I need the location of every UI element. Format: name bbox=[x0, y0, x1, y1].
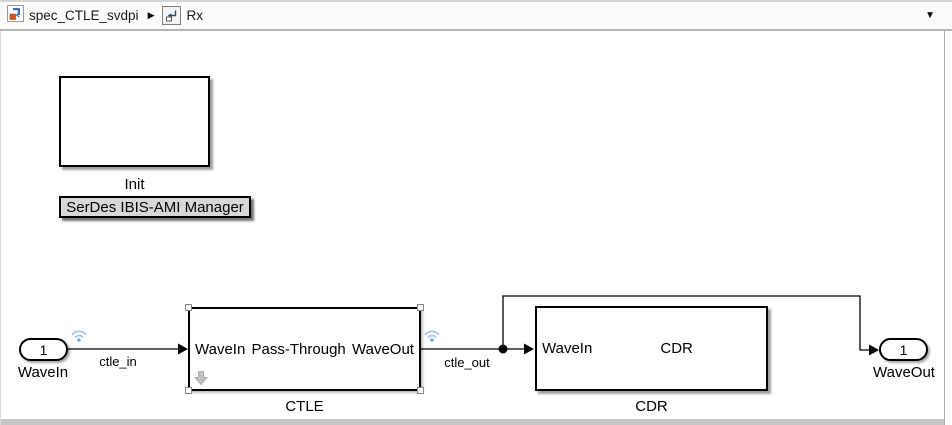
canvas-left-edge bbox=[0, 31, 1, 425]
ctle-block[interactable]: WaveIn Pass-Through WaveOut bbox=[185, 304, 424, 394]
outport-waveout[interactable]: 1 bbox=[879, 338, 928, 361]
canvas-right-edge bbox=[944, 31, 945, 425]
cdr-mask-text: CDR bbox=[660, 340, 693, 357]
cdr-block-label: CDR bbox=[635, 398, 668, 415]
ctle-port-wavein-label: WaveIn bbox=[195, 340, 246, 358]
outport-label: WaveOut bbox=[873, 364, 935, 381]
signal-label-ctle-out: ctle_out bbox=[444, 355, 490, 370]
init-block[interactable] bbox=[59, 76, 210, 167]
signal-label-ctle-in: ctle_in bbox=[99, 354, 137, 369]
gray-down-arrow-icon[interactable] bbox=[194, 370, 208, 386]
cdr-block-face: WaveIn CDR bbox=[537, 308, 766, 389]
breadcrumb-dropdown-icon[interactable]: ▼ bbox=[925, 10, 935, 21]
arrowhead-cdr-in bbox=[524, 343, 534, 355]
signal-logging-icon-ctle-out[interactable] bbox=[423, 327, 441, 343]
inport-wavein[interactable]: 1 bbox=[19, 338, 68, 361]
inport-number: 1 bbox=[39, 341, 48, 358]
horizontal-scrollbar[interactable] bbox=[0, 419, 945, 425]
breadcrumb-item-subsystem[interactable]: Rx bbox=[162, 6, 203, 25]
subsystem-icon bbox=[162, 6, 182, 25]
outport-number: 1 bbox=[899, 341, 908, 358]
arrowhead-waveout bbox=[869, 344, 879, 356]
inport-label: WaveIn bbox=[17, 364, 69, 381]
manager-button-label: SerDes IBIS-AMI Manager bbox=[66, 198, 244, 216]
breadcrumb-separator-icon: ▶ bbox=[147, 10, 155, 20]
cdr-block[interactable]: WaveIn CDR bbox=[535, 306, 768, 391]
signal-logging-icon-ctle-in[interactable] bbox=[70, 327, 88, 343]
ctle-block-label: CTLE bbox=[285, 398, 324, 415]
init-block-label: Init bbox=[124, 176, 145, 193]
selection-handle-top-left[interactable] bbox=[185, 304, 192, 311]
wire-waveout-branch[interactable] bbox=[502, 295, 869, 351]
simulink-model-icon bbox=[7, 4, 24, 27]
ctle-mask-text: Pass-Through bbox=[251, 340, 346, 358]
selection-handle-top-right[interactable] bbox=[417, 304, 424, 311]
signal-wires-layer bbox=[68, 295, 879, 356]
ctle-block-face: WaveIn Pass-Through WaveOut bbox=[190, 309, 419, 389]
breadcrumb-item-model[interactable]: spec_CTLE_svdpi bbox=[7, 4, 139, 27]
selection-handle-bottom-right[interactable] bbox=[417, 387, 424, 394]
ctle-port-waveout-label: WaveOut bbox=[352, 340, 414, 358]
breadcrumb: spec_CTLE_svdpi ▶ Rx ▼ bbox=[0, 0, 952, 31]
serdes-ibis-ami-manager-button[interactable]: SerDes IBIS-AMI Manager bbox=[59, 196, 251, 218]
arrowhead-ctle-in bbox=[178, 343, 188, 355]
breadcrumb-subsystem-label[interactable]: Rx bbox=[186, 8, 203, 23]
selection-handle-bottom-left[interactable] bbox=[185, 387, 192, 394]
breadcrumb-model-label[interactable]: spec_CTLE_svdpi bbox=[29, 8, 139, 23]
cdr-port-wavein-label: WaveIn bbox=[542, 340, 593, 357]
model-canvas[interactable]: Init SerDes IBIS-AMI Manager 1 WaveIn ct… bbox=[0, 31, 952, 425]
